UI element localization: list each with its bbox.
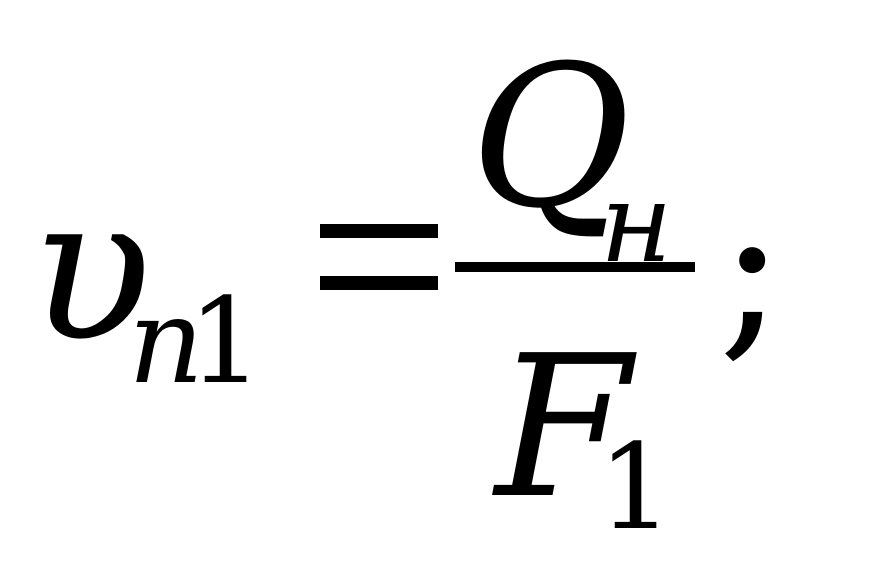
numerator-symbol: Q xyxy=(470,24,631,252)
equals-sign-top-bar xyxy=(320,224,438,238)
fraction-bar xyxy=(455,262,695,272)
lhs-subscript-digit: 1 xyxy=(188,272,264,410)
semicolon: ; xyxy=(718,149,786,382)
lhs-symbol: υ xyxy=(30,153,152,386)
denominator-symbol: F xyxy=(495,314,631,542)
denominator-subscript: 1 xyxy=(598,418,674,556)
lhs-subscript-letter: n xyxy=(128,272,204,410)
numerator-subscript: н xyxy=(600,159,673,287)
equals-sign-bottom-bar xyxy=(320,276,438,290)
